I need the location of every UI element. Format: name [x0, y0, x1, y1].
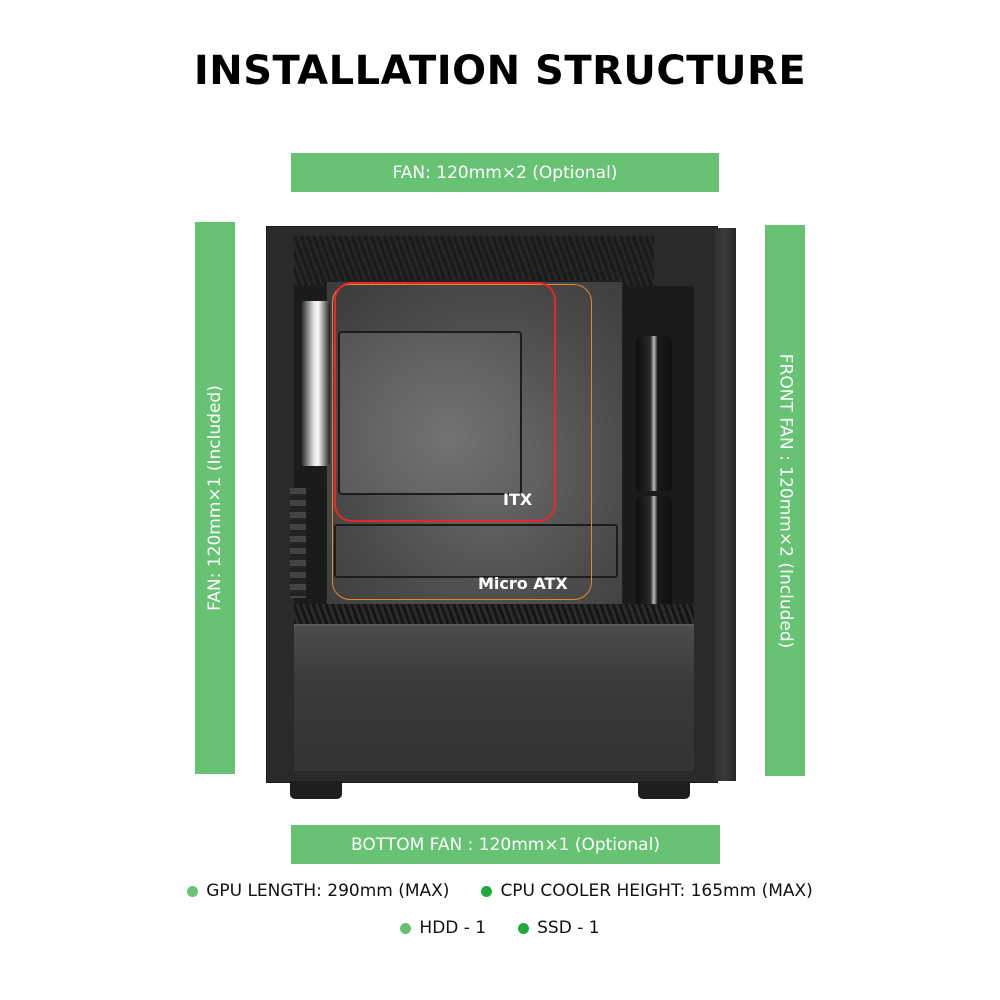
- top-fan-text: FAN: 120mm×2 (Optional): [392, 162, 618, 183]
- shroud-vent: [294, 604, 694, 626]
- micro-atx-outline: [332, 284, 592, 600]
- cpu-cutout: [338, 331, 522, 495]
- bullet-icon: [187, 885, 199, 897]
- tray-lower-cutout: [334, 524, 618, 578]
- spec-row-1: GPU LENGTH: 290mm (MAX) CPU COOLER HEIGH…: [0, 881, 1000, 901]
- bullet-icon: [518, 922, 530, 934]
- front-fan-text: FRONT FAN : 120mm×2 (Included): [775, 353, 796, 648]
- spec-text: GPU LENGTH: 290mm (MAX): [206, 881, 450, 901]
- spec-gpu-length: GPU LENGTH: 290mm (MAX): [187, 881, 449, 901]
- itx-outline: [334, 282, 556, 522]
- bullet-icon: [400, 922, 412, 934]
- case-foot-left: [290, 781, 342, 799]
- front-fan-label: FRONT FAN : 120mm×2 (Included): [765, 225, 805, 776]
- page-title: INSTALLATION STRUCTURE: [193, 48, 807, 94]
- case-front-panel: [714, 228, 736, 781]
- itx-label: ITX: [503, 490, 533, 509]
- case-foot-right: [638, 781, 690, 799]
- spec-text: CPU COOLER HEIGHT: 165mm (MAX): [500, 881, 813, 901]
- psu-shroud: [294, 624, 694, 771]
- spec-hdd: HDD - 1: [400, 918, 486, 938]
- bottom-fan-label: BOTTOM FAN : 120mm×1 (Optional): [291, 825, 720, 864]
- micro-atx-label: Micro ATX: [478, 574, 568, 593]
- spec-row-2: HDD - 1 SSD - 1: [0, 918, 1000, 938]
- rear-fan-label: FAN: 120mm×1 (Included): [195, 222, 235, 774]
- front-fan-1-icon: [636, 336, 672, 491]
- bottom-fan-text: BOTTOM FAN : 120mm×1 (Optional): [351, 834, 660, 855]
- pci-slots: [290, 488, 306, 598]
- spec-cpu-cooler-height: CPU COOLER HEIGHT: 165mm (MAX): [481, 881, 813, 901]
- top-fan-label: FAN: 120mm×2 (Optional): [291, 153, 719, 192]
- bullet-icon: [481, 885, 493, 897]
- rear-fan-text: FAN: 120mm×1 (Included): [205, 385, 226, 611]
- spec-ssd: SSD - 1: [518, 918, 600, 938]
- spec-text: HDD - 1: [419, 918, 487, 938]
- rear-fan-icon: [300, 301, 330, 466]
- spec-text: SSD - 1: [537, 918, 600, 938]
- pc-case-image: [266, 226, 736, 799]
